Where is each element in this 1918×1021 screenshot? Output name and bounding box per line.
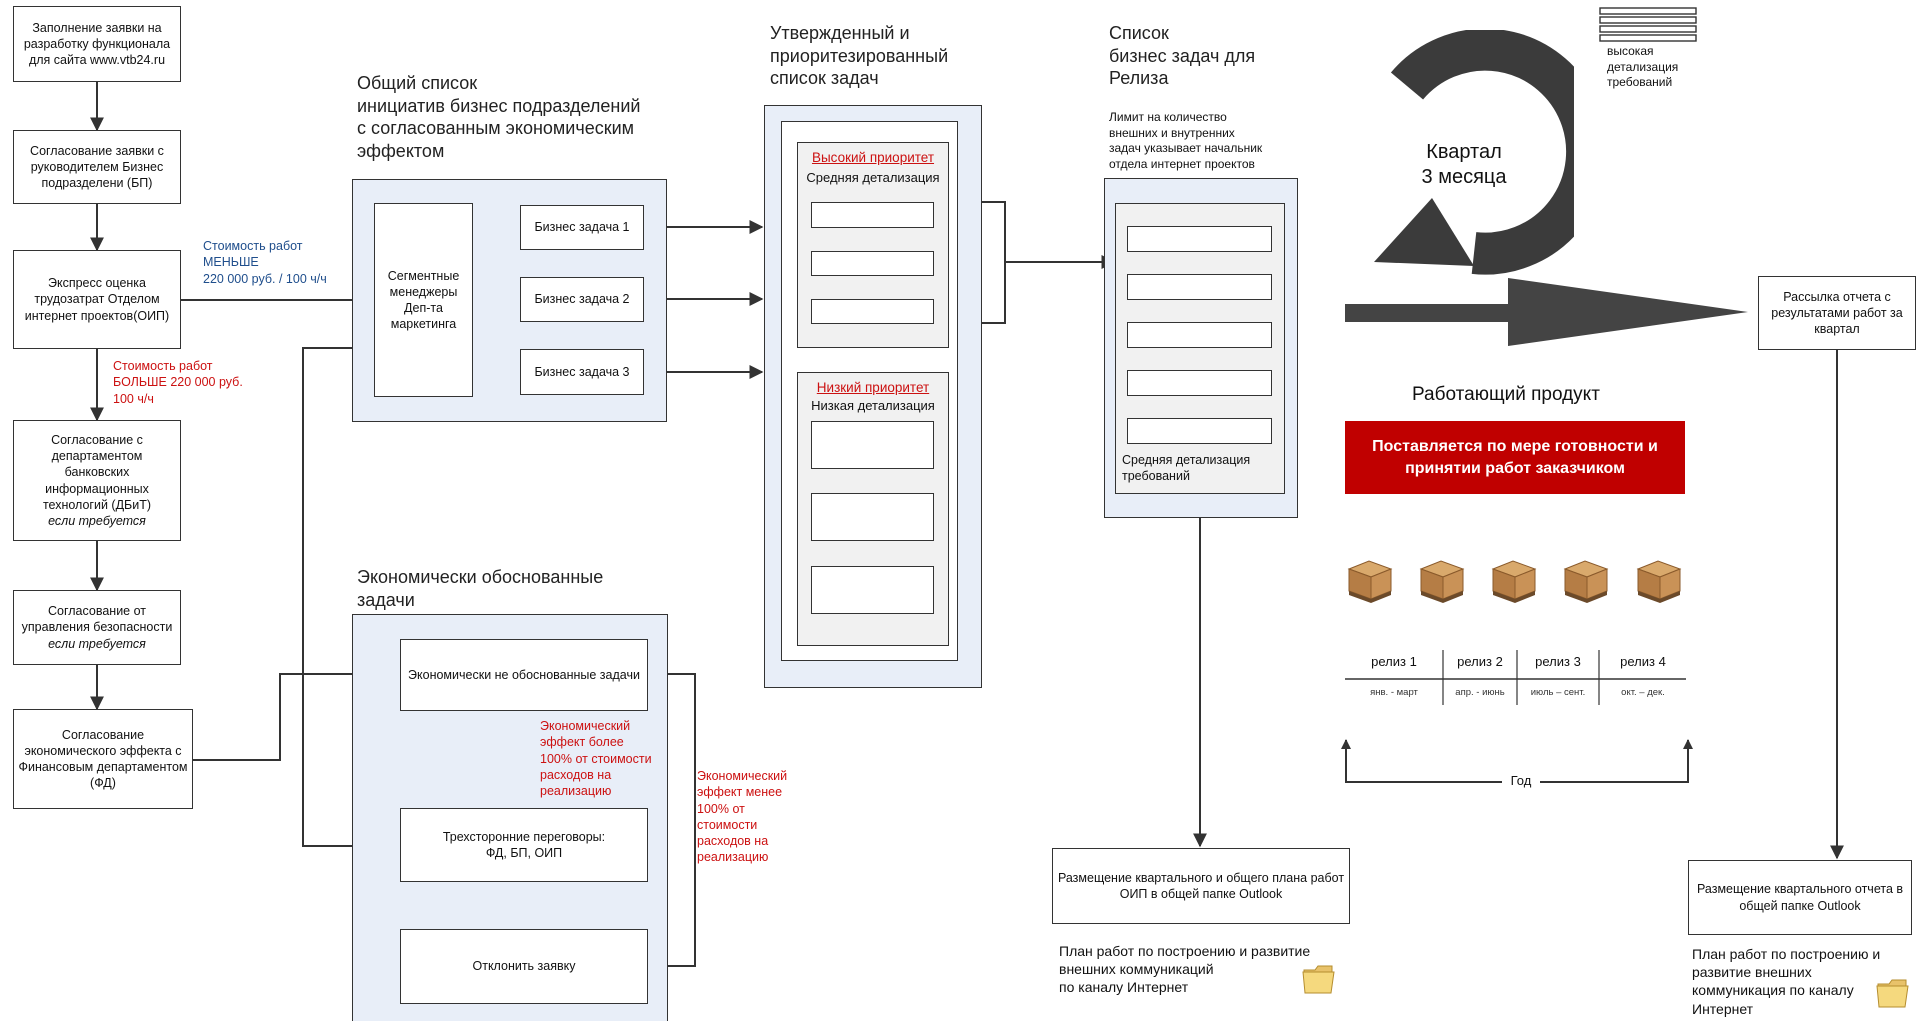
approved-heading: Утвержденный и приоритезированный список… [770, 23, 949, 88]
high-priority-title: Высокий приоритет [811, 150, 935, 165]
release-2-label: релиз 2 [1457, 654, 1503, 669]
step-approve-bu-label: Согласование заявки с руководителем Бизн… [30, 143, 164, 191]
reject-request: Отклонить заявку [400, 929, 648, 1004]
step-fill-request-label: Заполнение заявки на разработку функцион… [23, 20, 171, 68]
working-product-title: Работающий продукт [1412, 384, 1600, 405]
business-task-1: Бизнес задача 1 [520, 205, 644, 250]
step-approve-security: Согласование от управления безопасности … [13, 590, 181, 665]
year-label: Год [1510, 773, 1532, 788]
quarter-label: Квартал 3 месяца [1404, 140, 1524, 190]
publish-report-box: Размещение квартального отчета в общей п… [1688, 860, 1912, 935]
high-priority-slot [811, 251, 934, 276]
business-task-1-label: Бизнес задача 1 [534, 220, 630, 235]
folder-icon [1302, 965, 1335, 994]
segment-managers-label: Сегментные менеджеры Деп-та маркетинга [387, 268, 460, 332]
high-detail-note: высокая детализация требований [1607, 44, 1679, 90]
document-stack-icon [1599, 7, 1697, 42]
step-approve-dbit-label: Согласование с департаментом банковских … [42, 432, 152, 512]
release-slot [1127, 226, 1272, 252]
cost-less-note: Стоимость работ МЕНЬШЕ 220 000 руб. / 10… [203, 239, 327, 286]
tripartite-negotiations: Трехсторонние переговоры: ФД, БП, ОИП [400, 808, 648, 882]
release-4-label: релиз 4 [1620, 654, 1666, 669]
not-justified-tasks: Экономически не обоснованные задачи [400, 639, 648, 711]
not-justified-tasks-label: Экономически не обоснованные задачи [408, 667, 640, 682]
tripartite-negotiations-label: Трехсторонние переговоры: ФД, БП, ОИП [442, 829, 606, 860]
business-task-3-label: Бизнес задача 3 [534, 364, 630, 379]
report-plan-note: План работ по построению и развитие внеш… [1692, 946, 1881, 1017]
box-icon [1563, 560, 1609, 603]
box-icon [1491, 560, 1537, 603]
business-task-3: Бизнес задача 3 [520, 349, 644, 395]
step-approve-finance-label: Согласование экономического эффекта с Фи… [18, 727, 188, 791]
plan-note: План работ по построению и развитие внеш… [1059, 943, 1311, 996]
release-slot [1127, 322, 1272, 348]
effect-more-note: Экономический эффект более 100% от стоим… [540, 719, 652, 798]
box-icon [1419, 560, 1465, 603]
release-slot [1127, 418, 1272, 444]
quarter-label-line2: 3 месяца [1421, 166, 1507, 188]
effect-less-note: Экономический эффект менее 100% от стоим… [697, 769, 788, 865]
release-1-period: янв. - март [1370, 687, 1418, 698]
segment-managers: Сегментные менеджеры Деп-та маркетинга [374, 203, 473, 397]
report-label: Рассылка отчета с результатами работ за … [1771, 289, 1903, 337]
step-express-estimate: Экспресс оценка трудозатрат Отделом инте… [13, 250, 181, 349]
reject-request-label: Отклонить заявку [472, 959, 576, 974]
publish-plan-box: Размещение квартального и общего плана р… [1052, 848, 1350, 924]
publish-plan-label: Размещение квартального и общего плана р… [1057, 870, 1345, 901]
step-approve-dbit: Согласование с департаментом банковских … [13, 420, 181, 541]
step-approve-finance: Согласование экономического эффекта с Фи… [13, 709, 193, 809]
step-fill-request: Заполнение заявки на разработку функцион… [13, 6, 181, 82]
low-priority-detail: Низкая детализация [811, 398, 935, 413]
business-task-2: Бизнес задача 2 [520, 277, 644, 322]
step-approve-security-note: если требуется [48, 636, 146, 651]
economic-heading: Экономически обоснованные задачи [357, 567, 604, 610]
cycle-arrow-icon [1374, 30, 1574, 275]
step-express-estimate-label: Экспресс оценка трудозатрат Отделом инте… [24, 276, 170, 323]
low-priority-slot [811, 566, 934, 614]
step-approve-bu: Согласование заявки с руководителем Бизн… [13, 130, 181, 204]
release-limit-note: Лимит на количество внешних и внутренних… [1109, 110, 1263, 171]
step-approve-security-label: Согласование от управления безопасности [21, 604, 173, 635]
high-priority-slot [811, 299, 934, 324]
low-priority-slot [811, 493, 934, 541]
high-priority-slot [811, 202, 934, 228]
step-approve-dbit-note: если требуется [48, 514, 146, 528]
low-priority-slot [811, 421, 934, 469]
initiatives-heading: Общий список инициатив бизнес подразделе… [357, 73, 641, 161]
publish-report-label: Размещение квартального отчета в общей п… [1696, 882, 1904, 913]
high-priority-detail: Средняя детализация [806, 170, 940, 185]
box-icon [1347, 560, 1393, 603]
box-icon [1636, 560, 1682, 603]
release-heading: Список бизнес задач для Релиза [1109, 23, 1256, 88]
release-detail-note: Средняя детализация требований [1122, 453, 1251, 484]
low-priority-title: Низкий приоритет [816, 380, 930, 395]
report-box: Рассылка отчета с результатами работ за … [1758, 276, 1916, 350]
release-4-period: окт. – дек. [1621, 687, 1665, 698]
release-slot [1127, 274, 1272, 300]
folder-icon [1876, 979, 1909, 1008]
cost-more-note: Стоимость работ БОЛЬШЕ 220 000 руб. 100 … [113, 359, 243, 406]
release-3-period: июль – сент. [1530, 687, 1586, 698]
release-3-label: релиз 3 [1535, 654, 1581, 669]
release-slot [1127, 370, 1272, 396]
business-task-2-label: Бизнес задача 2 [534, 292, 630, 307]
release-1-label: релиз 1 [1371, 654, 1417, 669]
release-2-period: апр. - июнь [1455, 687, 1505, 698]
quarter-label-line1: Квартал [1426, 141, 1502, 163]
delivery-banner: Поставляется по мере готовности и принят… [1345, 421, 1685, 494]
